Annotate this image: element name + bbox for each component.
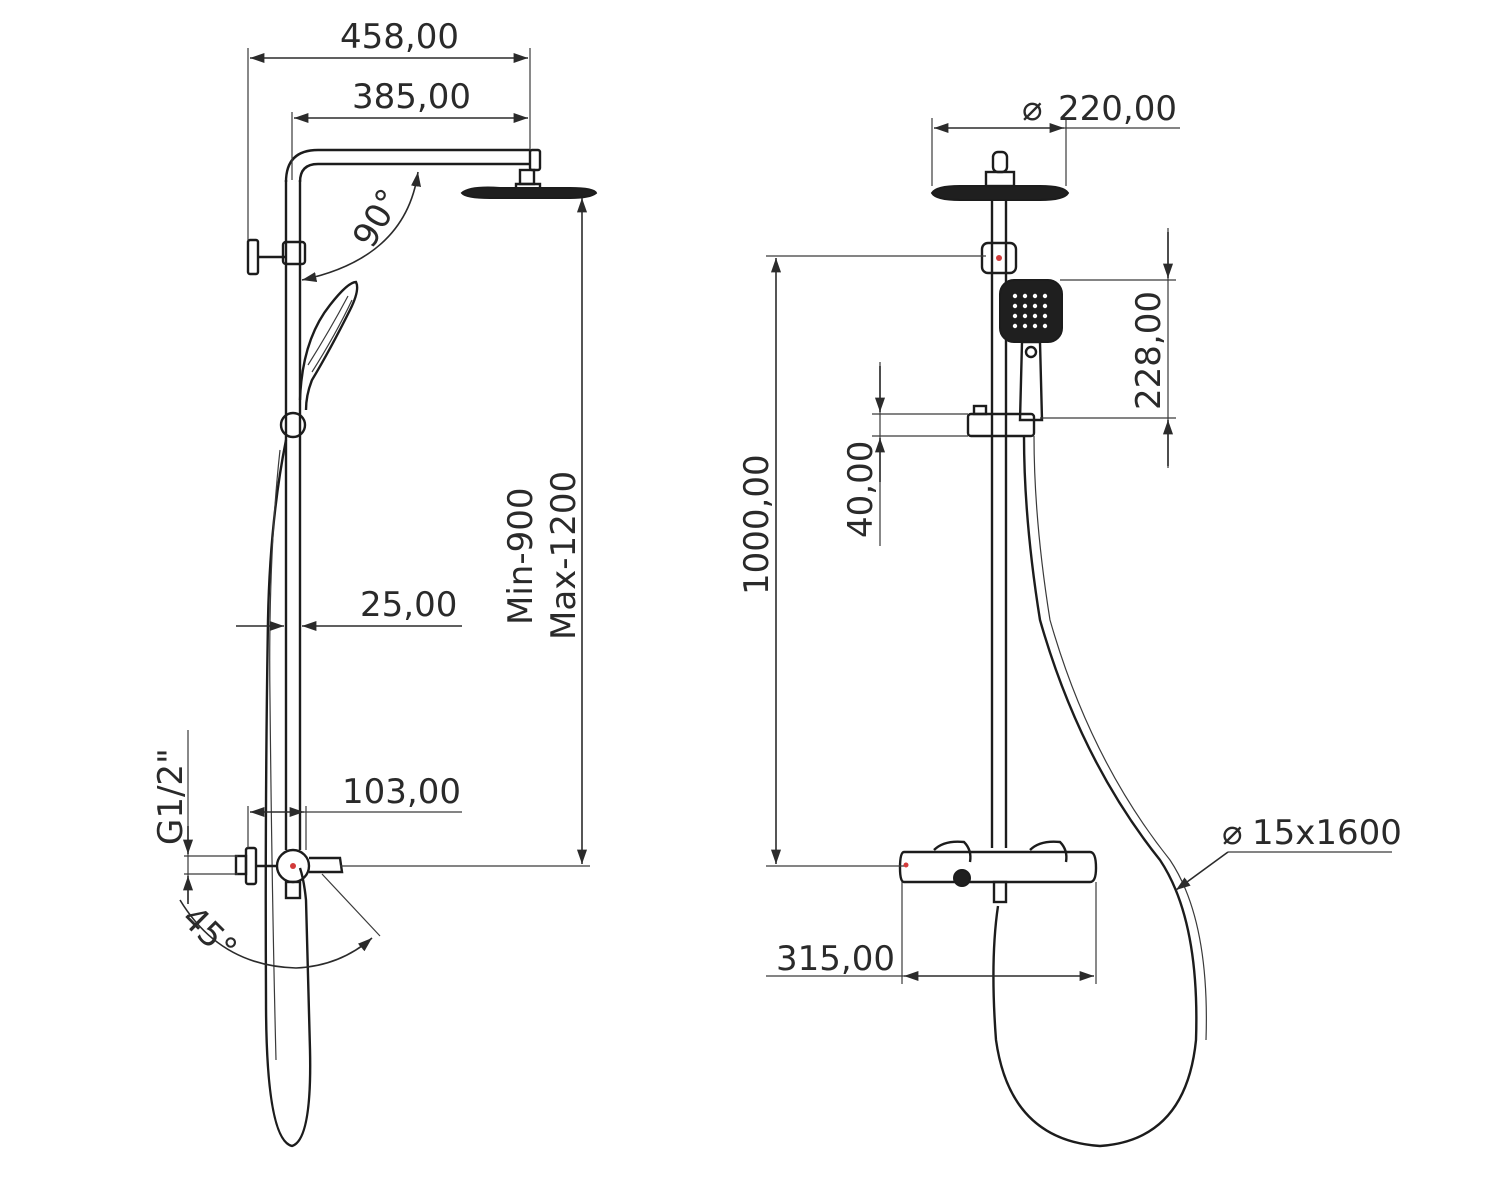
- dim-side-valve-offset: 103,00: [342, 772, 461, 812]
- dim-front-rail-length: 1000,00: [737, 454, 777, 595]
- front-hose: [992, 435, 1198, 1148]
- hand-shower: [298, 280, 359, 411]
- dim-side-rail-diameter: 25,00: [360, 585, 457, 625]
- dim-front-valve-width: 315,00: [776, 939, 895, 979]
- lower-wall-bracket: [244, 846, 258, 886]
- front-hand-shower-head: [999, 279, 1063, 343]
- thermostatic-mixer: [898, 850, 1098, 884]
- dim-front-hose-diameter-symbol: ⌀: [1222, 813, 1242, 853]
- upper-wall-bracket: [246, 238, 260, 276]
- dim-side-rail-height-max: Max-1200: [544, 471, 584, 640]
- dim-side-inlet-thread: G1/2": [151, 748, 191, 845]
- front-view: [898, 150, 1207, 1148]
- dim-side-width-total: 458,00: [340, 17, 459, 57]
- front-diverter: [980, 241, 1018, 275]
- front-overhead-shower-head: [930, 185, 1070, 201]
- dim-side-arm-angle: 90°: [345, 182, 410, 254]
- dim-side-rail-height-min: Min-900: [501, 488, 541, 626]
- hose: [264, 439, 312, 1148]
- dim-front-head-diameter: 220,00: [1058, 89, 1177, 129]
- dim-front-hose-spec: 15x1600: [1252, 813, 1402, 853]
- dim-front-hand-shower-length: 228,00: [1129, 291, 1169, 410]
- dim-side-valve-angle: 45°: [174, 898, 245, 969]
- shower-arm: [284, 148, 530, 183]
- dim-side-arm-length: 385,00: [352, 77, 471, 117]
- front-dimensions: ⌀ 220,00 1000,00 228,00 40,00 315,00 ⌀ 1…: [737, 89, 1402, 984]
- front-slide-holder: [966, 412, 1036, 438]
- overhead-shower-head: [460, 186, 598, 199]
- side-view: [234, 148, 598, 1148]
- dim-front-holder-height: 40,00: [841, 441, 881, 538]
- dim-front-head-diameter-symbol: ⌀: [1022, 89, 1042, 129]
- hand-shower-nozzles: [1012, 293, 1048, 329]
- side-dimensions: 458,00 385,00 90° Min-900 Max-1200 25,00…: [151, 17, 590, 969]
- sliding-holder: [279, 411, 307, 439]
- front-hand-shower-handle: [1018, 340, 1044, 422]
